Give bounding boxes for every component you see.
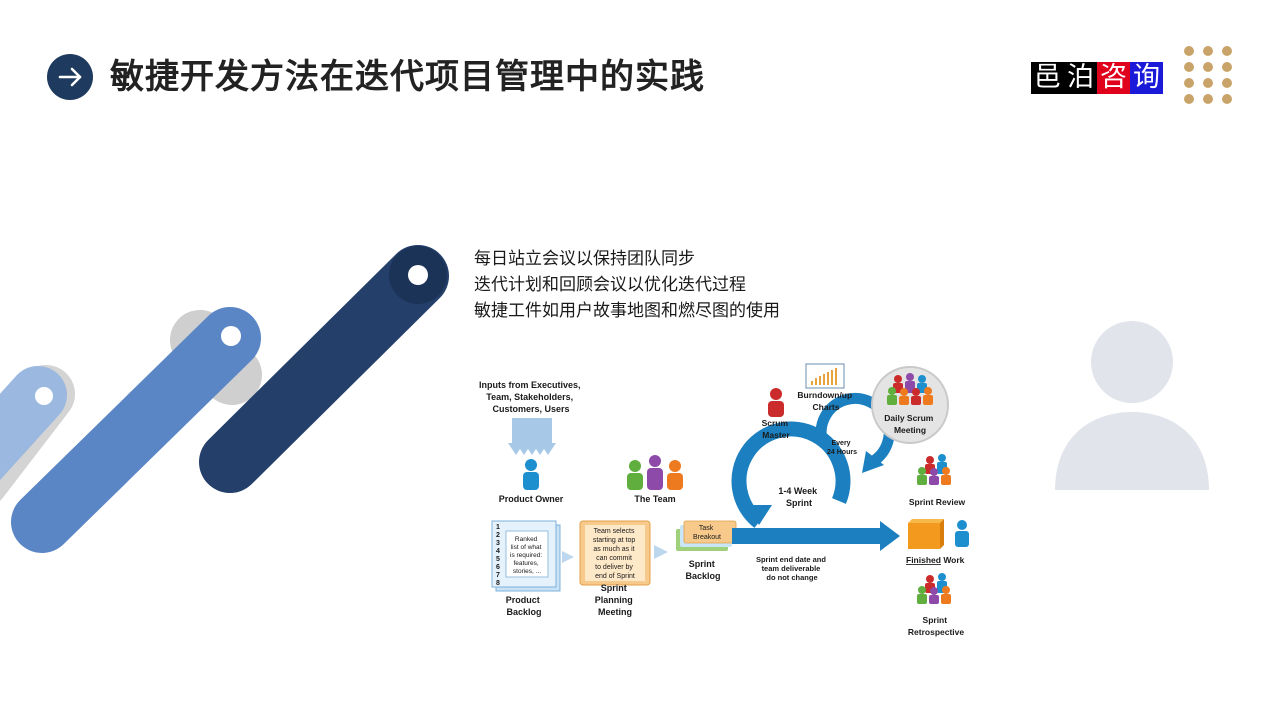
finished-work-label: Work xyxy=(941,555,965,565)
daily-scrum-people-icon xyxy=(887,373,933,405)
dot-grid-decoration xyxy=(1184,46,1232,104)
inputs-label-line: Customers, Users xyxy=(492,404,569,414)
svg-text:Sprint end date and team d: Sprint end date and team deliverable do … xyxy=(756,555,828,582)
finished-work-box-icon xyxy=(908,519,944,549)
svg-text:Task Breakout: Task Breakout xyxy=(693,525,721,541)
scrum-master-label: Master xyxy=(762,430,790,440)
svg-text:Scrum Master: Scrum Master xyxy=(762,418,791,440)
svg-text:Sprint Planning Meetin: Sprint Planning Meeting xyxy=(595,583,636,617)
bullet-item: 每日站立会议以保持团队同步 xyxy=(474,249,695,269)
sprint-retrospective-people-icon xyxy=(917,573,951,604)
sprint-retrospective-label: Retrospective xyxy=(908,627,964,637)
svg-text:Finished Work: Finished Work xyxy=(906,555,965,565)
finished-work-label: Finished xyxy=(906,555,941,565)
task-breakout-label: Task xyxy=(699,525,714,532)
team-people-icon xyxy=(627,455,683,490)
flow-arrow-icon xyxy=(562,551,574,563)
svg-text:7: 7 xyxy=(496,572,500,579)
product-backlog-stack: 1 2 3 4 5 6 7 8 Ranked list of what is r… xyxy=(491,520,561,592)
product-owner-label: Product Owner xyxy=(499,494,564,504)
sprint-planning-label: Sprint xyxy=(601,583,627,593)
svg-text:4: 4 xyxy=(496,548,500,555)
arrow-right-icon xyxy=(58,67,82,87)
sprint-cycle-label: Sprint xyxy=(786,498,812,508)
product-backlog-label: Backlog xyxy=(506,607,541,617)
scrum-master-person-icon xyxy=(768,388,784,417)
daily-scrum-bubble xyxy=(871,366,949,444)
sprint-planning-label: Meeting xyxy=(598,607,632,617)
title-badge xyxy=(47,54,93,100)
sprint-backlog-stack xyxy=(676,520,737,551)
bullet-item: 敏捷工件如用户故事地图和燃尽图的使用 xyxy=(474,301,780,321)
svg-text:Ranked list of what: Ranked list of what is required: feature… xyxy=(510,536,544,575)
svg-text:1: 1 xyxy=(496,524,500,531)
daily-scrum-label: Meeting xyxy=(894,425,926,435)
sprint-review-label: Sprint Review xyxy=(909,497,966,507)
brand-char: 询 xyxy=(1130,62,1163,94)
avatar-placeholder-icon xyxy=(1055,321,1209,490)
inputs-label-line: Team, Stakeholders, xyxy=(486,392,573,402)
brand-logo: 邑 泊 咨 询 xyxy=(1031,62,1163,94)
burndown-chart-icon xyxy=(805,363,845,389)
svg-text:Sprint Backlog: Sprint Backlog xyxy=(685,559,720,581)
scrum-process-diagram: Inputs from Executives, Team, Stakeholde… xyxy=(479,363,969,637)
product-backlog-label: Product xyxy=(506,595,540,605)
bullet-list: 每日站立会议以保持团队同步 迭代计划和回顾会议以优化迭代过程 敏捷工件如用户故事… xyxy=(474,246,780,324)
sprint-retrospective-label: Sprint xyxy=(923,615,948,625)
product-owner-person-icon xyxy=(523,459,539,490)
end-note-line: team deliverable xyxy=(762,564,821,573)
bullet-item: 迭代计划和回顾会议以优化迭代过程 xyxy=(474,275,746,295)
svg-text:Product Backlog: Product Backlog xyxy=(506,595,543,617)
sprint-planning-label: Planning xyxy=(595,595,633,605)
sprint-backlog-label: Backlog xyxy=(685,571,720,581)
svg-text:Sprint Retrospective: Sprint Retrospective xyxy=(908,615,964,637)
svg-text:3: 3 xyxy=(496,540,500,547)
every-24-label: Every xyxy=(831,440,850,447)
brand-char: 咨 xyxy=(1097,62,1130,94)
svg-text:1-4 Week Sprint: 1-4 Week Sprint xyxy=(778,486,819,508)
svg-text:5: 5 xyxy=(496,556,500,563)
brand-char: 泊 xyxy=(1064,62,1097,94)
svg-text:Inputs from Executives, Te: Inputs from Executives, Team, Stakeholde… xyxy=(479,380,583,414)
svg-text:8: 8 xyxy=(496,580,500,587)
burndown-label: Charts xyxy=(813,402,840,412)
end-note-line: Sprint end date and xyxy=(756,555,826,564)
brand-char: 邑 xyxy=(1031,62,1064,94)
daily-scrum-label: Daily Scrum xyxy=(884,413,934,423)
svg-text:Daily Scrum Meeting: Daily Scrum Meeting xyxy=(884,413,936,435)
sprint-cycle-icon xyxy=(731,392,895,528)
scrum-master-label: Scrum xyxy=(762,418,789,428)
svg-text:Burndown/up Charts: Burndown/up Charts xyxy=(797,390,854,412)
every-24-label: 24 Hours xyxy=(827,449,857,456)
the-team-label: The Team xyxy=(634,494,675,504)
inputs-label-line: Inputs from Executives, xyxy=(479,380,581,390)
sprint-review-people-icon xyxy=(917,454,951,485)
sprint-backlog-label: Sprint xyxy=(689,559,715,569)
sprint-flow-arrow-icon xyxy=(732,521,900,551)
finished-work-person-icon xyxy=(955,520,969,547)
burndown-label: Burndown/up xyxy=(797,390,852,400)
svg-text:Team selects starting at t: Team selects starting at top as much as … xyxy=(593,528,637,580)
svg-text:6: 6 xyxy=(496,564,500,571)
inputs-arrows-icon xyxy=(508,418,556,455)
svg-text:2: 2 xyxy=(496,532,500,539)
sprint-cycle-label: 1-4 Week xyxy=(778,486,818,496)
ribbon-decoration xyxy=(0,245,449,553)
svg-text:Every 24 Hours: Every 24 Hours xyxy=(827,440,857,456)
flow-arrow-icon xyxy=(654,545,668,559)
end-note-line: do not change xyxy=(766,573,817,582)
slide-title: 敏捷开发方法在迭代项目管理中的实践 xyxy=(110,57,705,97)
task-breakout-label: Breakout xyxy=(693,534,721,541)
